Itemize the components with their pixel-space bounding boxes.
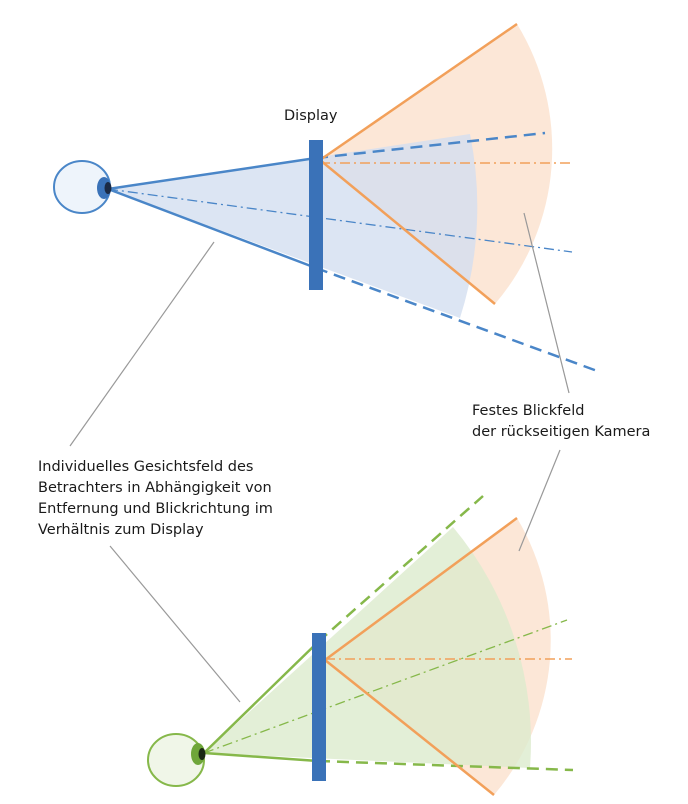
individual-fov-label: Individuelles Gesichtsfeld des Betrachte… — [38, 457, 273, 541]
display-bar-top — [309, 140, 323, 290]
camera-fov-label: Festes Blickfeld der rückseitigen Kamera — [472, 401, 650, 443]
display-label-text: Display — [284, 108, 338, 124]
camera-fov-edge-lower-bottom — [324, 659, 495, 796]
top-scene — [53, 22, 601, 374]
viewer-fov-cone-top — [108, 134, 478, 318]
viewer-cone-extension-upper — [315, 131, 546, 160]
individual-fov-label-line-1: Individuelles Gesichtsfeld des — [38, 459, 254, 475]
viewer-cone-extension-lower-bottom — [317, 759, 574, 772]
individual-fov-label-line-3: Entfernung und Blickrichtung im — [38, 501, 273, 517]
leader-camera-to-bottom-sector — [518, 449, 561, 552]
leader-individual-to-bottom-cone — [109, 545, 241, 703]
viewer-cone-edge-lower — [107, 187, 317, 270]
display-label: Display — [284, 106, 337, 127]
leader-lines — [69, 212, 570, 703]
camera-fov-edge-upper-top — [319, 22, 518, 162]
viewer-cone-extension-lower — [315, 266, 601, 374]
viewer-line-of-sight-bottom — [203, 619, 568, 754]
display-bar-bottom — [312, 633, 326, 781]
bottom-scene — [147, 495, 574, 796]
leader-camera-to-top-sector — [523, 212, 570, 394]
viewer-cone-edge-upper-bottom — [203, 641, 319, 754]
individual-fov-label-line-2: Betrachters in Abhängigkeit von — [38, 480, 272, 496]
camera-fov-label-line-1: Festes Blickfeld — [472, 403, 585, 419]
eye-icon-bottom — [147, 733, 206, 787]
camera-fov-edge-upper-bottom — [324, 516, 518, 662]
viewer-line-of-sight-top — [107, 188, 573, 253]
camera-fov-edge-lower-top — [319, 159, 496, 305]
individual-fov-label-line-4: Verhältnis zum Display — [38, 522, 204, 538]
viewer-cone-edge-upper — [107, 156, 317, 191]
viewer-cone-edge-lower-bottom — [203, 751, 319, 763]
viewer-fov-cone-bottom — [204, 527, 531, 768]
leader-individual-to-top-cone — [69, 241, 215, 447]
camera-fov-label-line-2: der rückseitigen Kamera — [472, 424, 651, 440]
eye-icon-top — [53, 160, 112, 214]
